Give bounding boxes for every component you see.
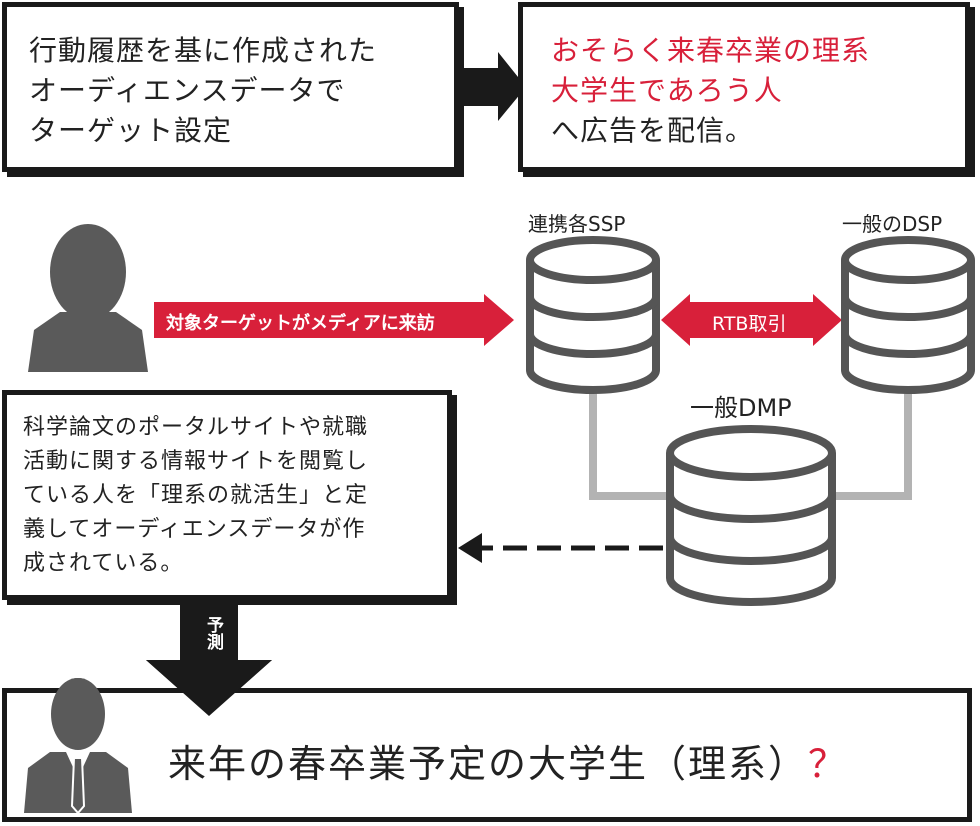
dsp-database-icon [841,236,975,394]
audience-line-2: 活動に関する情報サイトを閲覧し [23,449,369,474]
targeting-line-2: オーディエンスデータで [29,74,346,107]
person-icon [28,224,148,372]
predict-label-overlay: 予測 [203,616,223,650]
visit-arrow [154,294,514,346]
top-arrow [463,52,526,121]
dsp-label: 一般のDSP [842,212,943,236]
targeting-box: 行動履歴を基に作成された オーディエンスデータで ターゲット設定 [2,2,459,172]
rtb-arrow-label: RTB取引 [712,313,787,335]
targeting-line-3: ターゲット設定 [29,114,233,147]
dmp-database-icon [666,425,836,606]
audience-line-5: 成されている。 [23,551,184,576]
delivery-red-line-2: 大学生であろう人 [551,74,783,107]
question-mark: ？ [808,742,849,786]
audience-line-4: 義してオーディエンスデータが作 [23,517,366,542]
ssp-label: 連携各SSP [528,212,626,236]
delivery-black-line: へ広告を配信。 [551,114,755,147]
dmp-label: 一般DMP [690,394,792,422]
audience-definition-box: 科学論文のポータルサイトや就職 活動に関する情報サイトを閲覧し ている人を「理系… [2,390,452,600]
db-connector-lines [589,393,912,500]
dmp-dashed-arrow [458,533,663,563]
rtb-arrow [661,294,842,346]
audience-line-3: ている人を「理系の就活生」と定 [23,483,369,508]
delivery-red-line-1: おそらく来春卒業の理系 [551,34,871,67]
audience-line-1: 科学論文のポータルサイトや就職 [23,415,369,440]
ssp-database-icon [526,236,660,394]
prediction-result-main: 来年の春卒業予定の大学生（理系） [168,742,809,786]
delivery-box: おそらく来春卒業の理系 大学生であろう人 へ広告を配信。 [518,2,970,172]
prediction-result-text: 来年の春卒業予定の大学生（理系）？ [168,733,848,788]
visit-arrow-label: 対象ターゲットがメディアに来訪 [166,313,435,334]
targeting-line-1: 行動履歴を基に作成された [29,34,378,67]
